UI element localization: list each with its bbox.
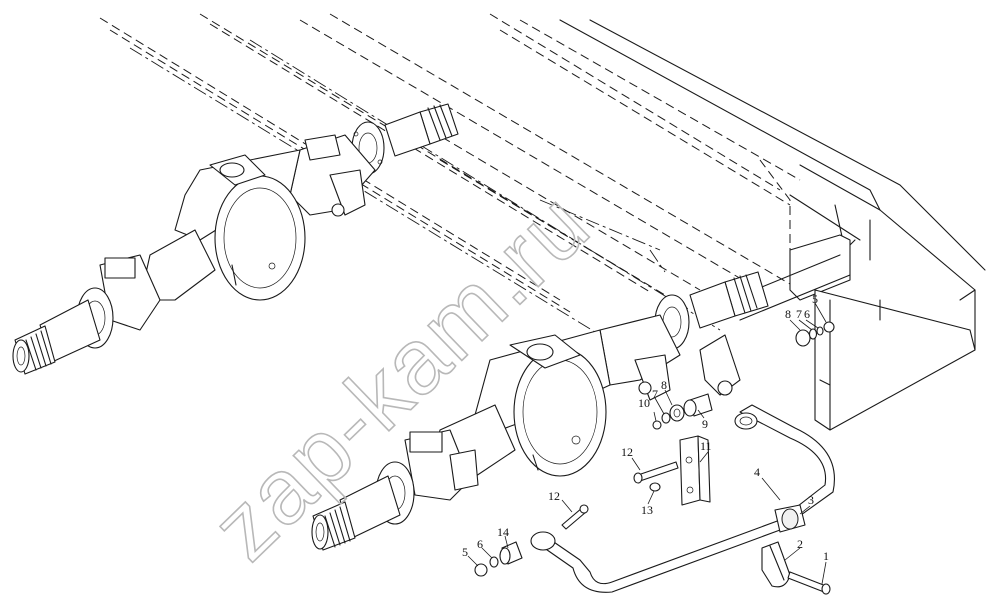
lower-axle bbox=[311, 271, 769, 551]
callout-1: 1 bbox=[823, 549, 829, 563]
callout-8: 8 bbox=[785, 307, 791, 321]
callout-13: 13 bbox=[641, 503, 653, 517]
callout-labels: 1 2 3 4 5 6 7 8 8 7 9 10 11 12 13 12 14 … bbox=[462, 292, 829, 563]
callout-14: 14 bbox=[497, 525, 509, 539]
stabilizer-assembly bbox=[474, 321, 835, 595]
callout-5: 5 bbox=[462, 545, 468, 559]
callout-4: 4 bbox=[754, 465, 760, 479]
callout-3: 3 bbox=[808, 493, 814, 507]
callout-12: 12 bbox=[621, 445, 633, 459]
callout-12: 12 bbox=[548, 489, 560, 503]
callout-6: 6 bbox=[477, 537, 483, 551]
callout-10: 10 bbox=[638, 396, 650, 410]
callout-8: 8 bbox=[661, 378, 667, 392]
upper-axle bbox=[12, 103, 459, 375]
callout-9: 9 bbox=[702, 417, 708, 431]
callout-6: 6 bbox=[804, 307, 810, 321]
callout-7: 7 bbox=[796, 307, 802, 321]
chassis-frame bbox=[559, 19, 986, 431]
leader-lines bbox=[467, 302, 827, 585]
callout-5: 5 bbox=[812, 292, 818, 306]
frame-rails bbox=[99, 13, 801, 336]
callout-2: 2 bbox=[797, 537, 803, 551]
callout-7: 7 bbox=[652, 387, 658, 401]
callout-11: 11 bbox=[700, 439, 712, 453]
